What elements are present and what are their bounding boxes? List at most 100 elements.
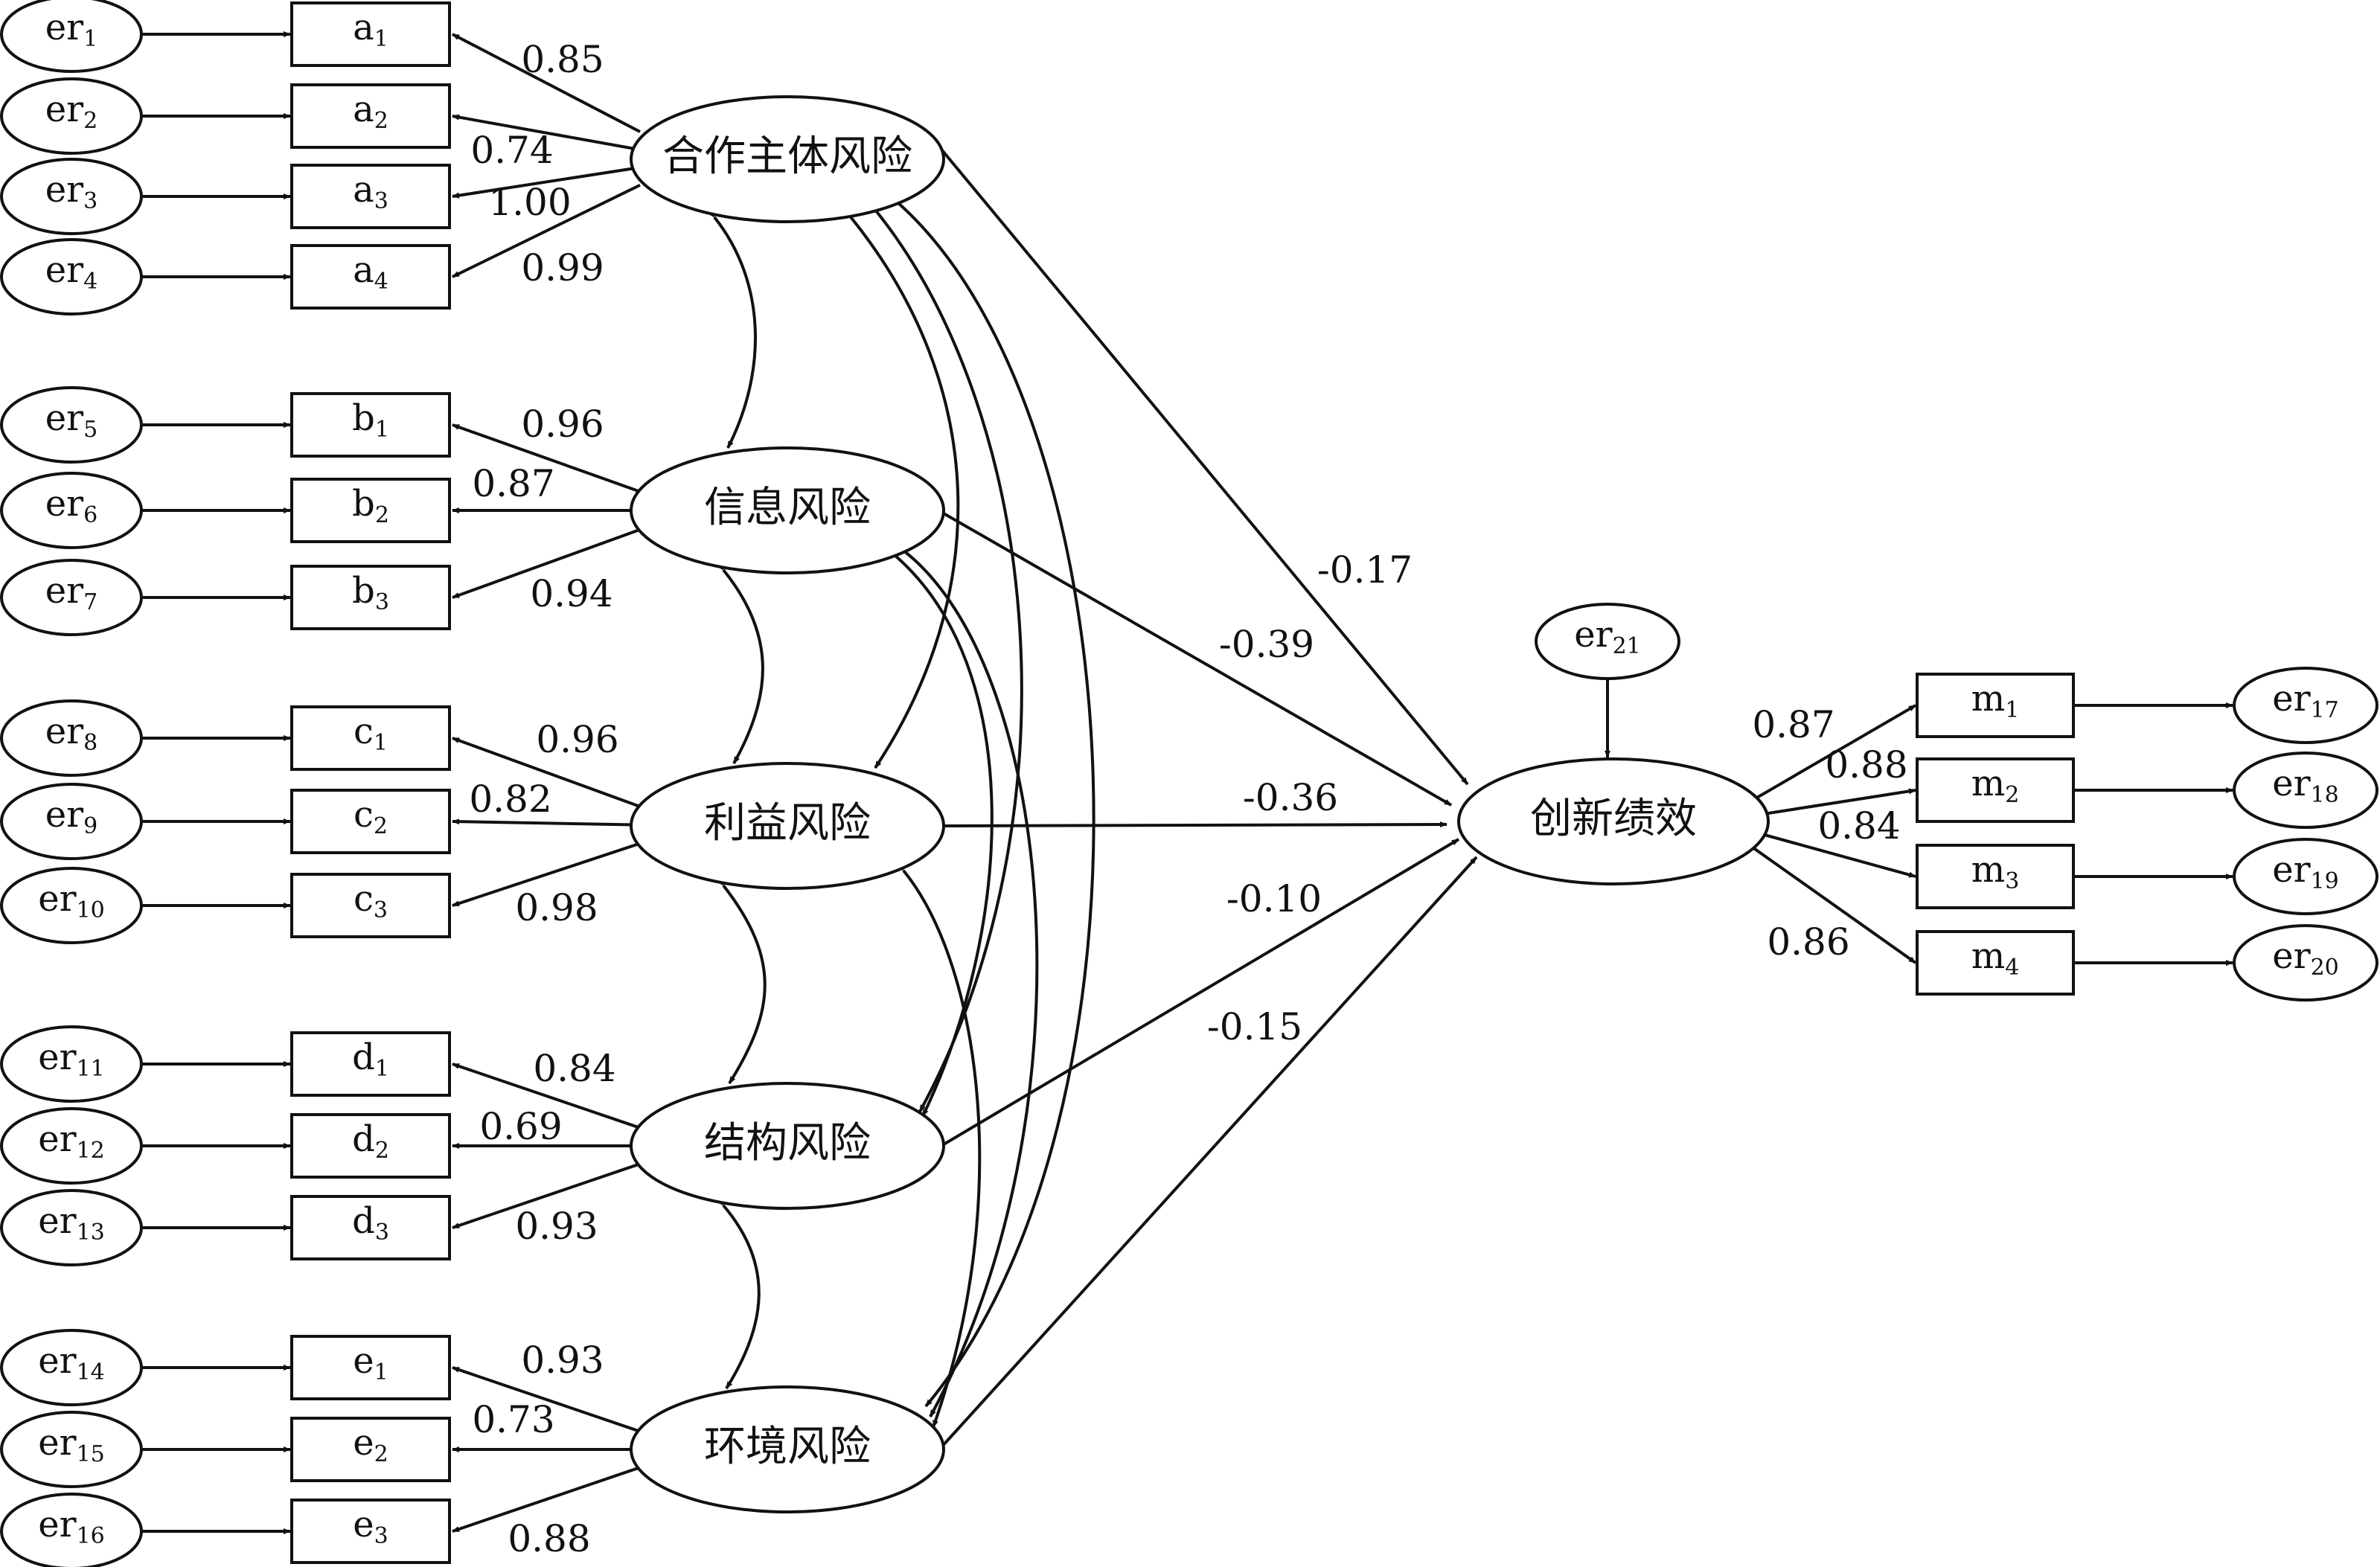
error-label-base: er bbox=[45, 483, 83, 525]
indicator-box bbox=[290, 1335, 451, 1400]
loading-value: 0.84 bbox=[533, 1047, 615, 1090]
error-ellipse bbox=[0, 386, 143, 464]
loading-value: 0.69 bbox=[479, 1105, 562, 1148]
outcome-indicator-label-sub: 2 bbox=[2005, 782, 2019, 808]
structural-path-arrow bbox=[943, 821, 1447, 828]
indicator-label-base: b bbox=[352, 397, 375, 439]
indicator-label: e2 bbox=[353, 1422, 388, 1468]
error-label-base: er bbox=[45, 397, 83, 439]
indicator-label-sub: 1 bbox=[375, 417, 389, 443]
outcome-error-label-sub: 19 bbox=[2311, 868, 2339, 894]
latent-factor-ellipse bbox=[630, 1082, 945, 1210]
indicator-label: c3 bbox=[354, 878, 388, 924]
indicator-label-sub: 2 bbox=[374, 108, 388, 134]
error-label-sub: 4 bbox=[83, 269, 97, 295]
covariance-arrow bbox=[868, 202, 1023, 1112]
outcome-indicator-box bbox=[1916, 757, 2075, 823]
structural-path-arrow bbox=[942, 838, 1460, 1146]
outcome-error-ellipse bbox=[2233, 752, 2379, 829]
path-coefficient: -0.39 bbox=[1219, 623, 1314, 666]
indicator-box bbox=[290, 392, 451, 458]
indicator-label-sub: 3 bbox=[375, 589, 389, 615]
indicator-box bbox=[290, 244, 451, 310]
indicator-label-sub: 2 bbox=[374, 813, 388, 839]
indicator-label-base: a bbox=[353, 169, 374, 211]
indicator-label: b2 bbox=[352, 483, 389, 529]
error-label-base: er bbox=[38, 1422, 76, 1464]
latent-factor-ellipse bbox=[630, 95, 945, 223]
error-label: er11 bbox=[38, 1036, 105, 1083]
outcome-indicator-label: m1 bbox=[1971, 678, 2020, 724]
loading-value: 0.93 bbox=[515, 1205, 598, 1248]
indicator-label-base: b bbox=[352, 483, 375, 525]
outcome-indicator-label: m2 bbox=[1971, 763, 2020, 809]
indicator-label-base: a bbox=[353, 249, 374, 291]
error-ellipse bbox=[0, 472, 143, 549]
outcome-indicator-box bbox=[1916, 844, 2075, 909]
indicator-box bbox=[290, 565, 451, 630]
loading-arrow bbox=[452, 183, 641, 278]
outcome-indicator-label-base: m bbox=[1971, 935, 2006, 977]
error-label-base: er bbox=[38, 878, 76, 920]
error-ellipse bbox=[0, 77, 143, 155]
latent-factor-label: 利益风险 bbox=[704, 799, 871, 847]
error-label: er9 bbox=[45, 794, 97, 840]
latent-factor-label: 合作主体风险 bbox=[662, 132, 912, 181]
indicator-label-base: b bbox=[352, 570, 375, 612]
error-label: er4 bbox=[45, 249, 97, 295]
outcome-error-label: er17 bbox=[2272, 678, 2339, 724]
indicator-box bbox=[290, 1, 451, 67]
outcome-loading-value: 0.86 bbox=[1767, 920, 1849, 964]
error-label: er16 bbox=[38, 1504, 105, 1550]
outcome-indicator-label: m3 bbox=[1971, 849, 2020, 895]
indicator-box bbox=[290, 789, 451, 854]
structural-path-arrow bbox=[943, 512, 1452, 807]
loading-value: 1.00 bbox=[488, 181, 571, 224]
error-label: er1 bbox=[45, 7, 97, 53]
indicator-label: c1 bbox=[354, 711, 388, 757]
error-label-sub: 9 bbox=[83, 813, 97, 839]
indicator-label-sub: 2 bbox=[375, 502, 389, 528]
error-ellipse bbox=[0, 867, 143, 944]
loading-value: 0.96 bbox=[521, 403, 604, 446]
indicator-label-sub: 1 bbox=[375, 1056, 389, 1082]
outcome-error-label-base: er bbox=[2272, 678, 2310, 720]
indicator-label-base: d bbox=[352, 1036, 375, 1078]
outcome-indicator-box bbox=[1916, 930, 2075, 996]
indicator-label: b1 bbox=[352, 397, 389, 443]
outcome-indicator-label-base: m bbox=[1971, 763, 2006, 804]
error-label: er5 bbox=[45, 397, 97, 443]
indicator-label: d2 bbox=[352, 1118, 389, 1164]
indicator-label: d3 bbox=[352, 1200, 389, 1246]
latent-factor-ellipse bbox=[630, 762, 945, 890]
error-ellipse bbox=[0, 1493, 143, 1567]
error-label-sub: 15 bbox=[77, 1441, 105, 1467]
indicator-box bbox=[290, 1195, 451, 1260]
outcome-error-label-sub: 18 bbox=[2311, 782, 2339, 808]
loading-value: 0.87 bbox=[472, 462, 554, 505]
error-label-sub: 5 bbox=[83, 417, 97, 443]
loading-arrow bbox=[452, 737, 641, 808]
indicator-label-base: c bbox=[354, 711, 374, 752]
outcome-label: 创新绩效 bbox=[1530, 795, 1697, 843]
outcome-error-label: er18 bbox=[2272, 763, 2339, 809]
error-label: er2 bbox=[45, 89, 97, 135]
loading-value: 0.93 bbox=[521, 1339, 604, 1382]
outcome-loading-value: 0.88 bbox=[1825, 743, 1907, 786]
error-label-base: er bbox=[38, 1118, 76, 1160]
loading-value: 0.94 bbox=[530, 572, 612, 615]
indicator-box bbox=[290, 873, 451, 938]
indicator-label-base: a bbox=[353, 7, 374, 48]
error-label: er13 bbox=[38, 1200, 105, 1246]
indicator-label: a4 bbox=[353, 249, 388, 295]
latent-factor-label: 结构风险 bbox=[704, 1119, 871, 1167]
error-label: er14 bbox=[38, 1340, 105, 1386]
indicator-label: e3 bbox=[353, 1504, 388, 1550]
loading-value: 0.98 bbox=[515, 886, 598, 929]
covariance-arrow bbox=[890, 196, 1095, 1408]
loading-value: 0.88 bbox=[508, 1517, 590, 1560]
error-ellipse bbox=[0, 699, 143, 777]
outcome-error-label-base: er bbox=[2272, 763, 2310, 804]
indicator-label-sub: 1 bbox=[374, 730, 388, 756]
